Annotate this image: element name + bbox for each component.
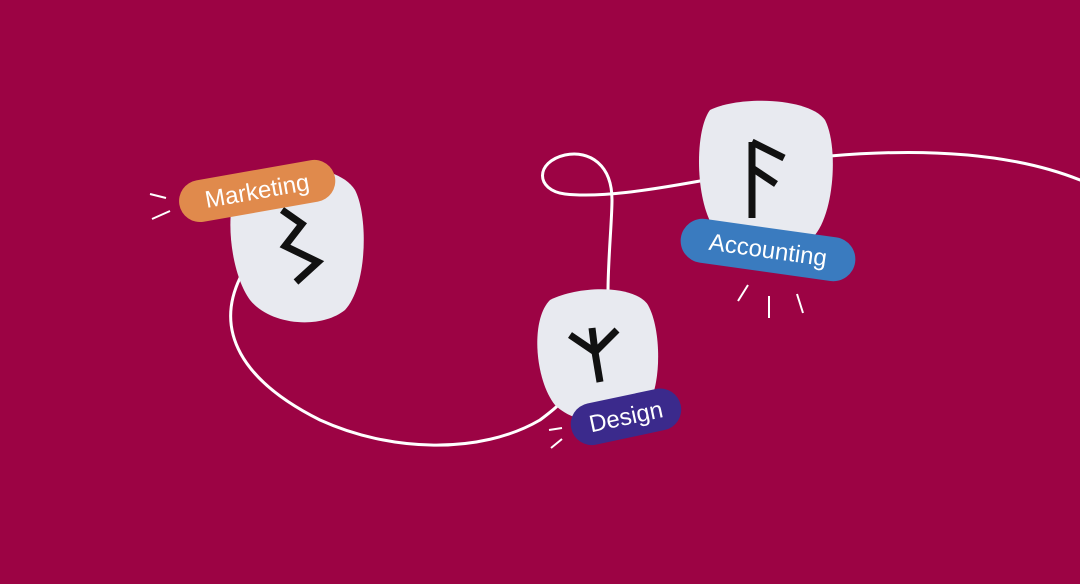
accounting-tag: Accounting bbox=[680, 218, 856, 282]
accounting-card-body bbox=[698, 100, 833, 244]
zigzag-rune-icon bbox=[279, 207, 325, 285]
y-rune-icon bbox=[568, 327, 620, 383]
marketing-card: Marketing bbox=[149, 159, 364, 323]
accounting-card: Accounting bbox=[680, 100, 856, 318]
connecting-string bbox=[229, 150, 1080, 447]
design-tag: Design bbox=[570, 388, 682, 446]
design-card: Design bbox=[537, 289, 682, 449]
f-rune-icon bbox=[748, 138, 786, 218]
